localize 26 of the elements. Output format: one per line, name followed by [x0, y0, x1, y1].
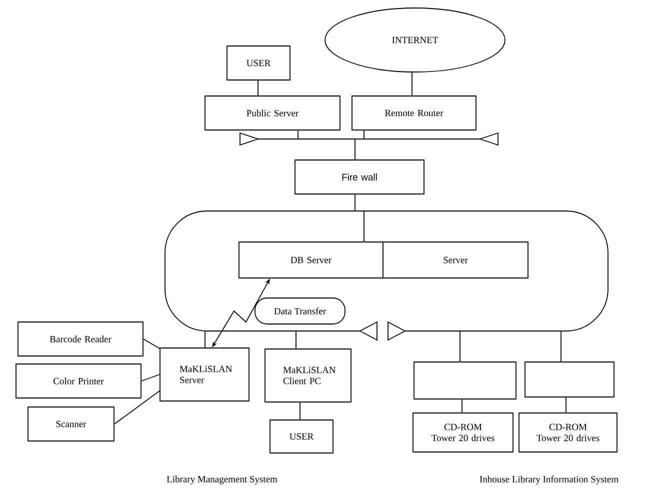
- server-box: Server: [382, 242, 528, 278]
- connector-line: [143, 338, 160, 349]
- connector-line: [141, 374, 160, 382]
- user-box: USER: [226, 46, 290, 80]
- server-box: [414, 362, 516, 400]
- user-box: USER: [270, 420, 334, 454]
- device-box: Color Printer: [16, 364, 142, 398]
- caption-label: Library Management System: [166, 476, 278, 484]
- connector-line: [114, 390, 160, 424]
- transfer-label-box: Data Transfer: [254, 298, 346, 324]
- server-box: [524, 362, 614, 398]
- server-box: DB Server: [238, 242, 384, 278]
- firewall-box: Fire wall: [294, 160, 424, 194]
- router-box: Remote Router: [352, 96, 476, 130]
- connector-line: [560, 331, 562, 362]
- connector-line: [354, 139, 356, 160]
- storage-box: CD-ROM Tower 20 drives: [412, 412, 514, 452]
- device-box: Barcode Reader: [18, 322, 144, 356]
- storage-box: CD-ROM Tower 20 drives: [518, 412, 618, 452]
- caption-label: Inhouse Library Information System: [480, 476, 618, 484]
- device-box: Scanner: [28, 406, 114, 442]
- client-box: MaKLiSLAN Client PC: [264, 348, 352, 402]
- server-box: Public Server: [204, 96, 340, 130]
- connector-line: [204, 331, 206, 348]
- server-box: MaKLiSLAN Server: [160, 348, 250, 402]
- connector-line: [354, 194, 356, 211]
